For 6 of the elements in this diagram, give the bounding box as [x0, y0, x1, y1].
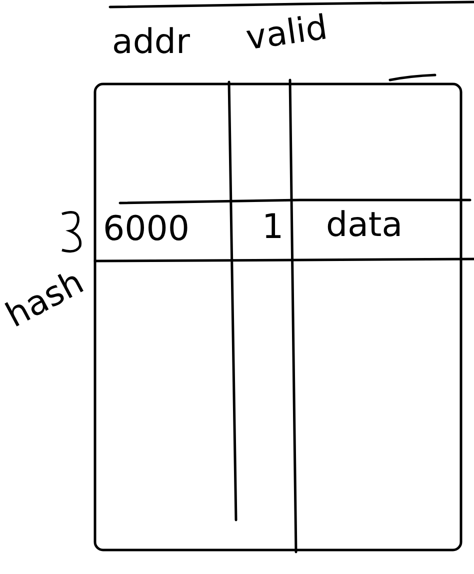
handwritten-label: addr [112, 25, 190, 59]
handwritten-label: 1 [262, 210, 284, 244]
handwritten-label: valid [244, 10, 330, 56]
handwritten-label: data [326, 208, 403, 242]
handwritten-label: hash [0, 264, 89, 334]
handwritten-label: 6000 [103, 212, 190, 246]
